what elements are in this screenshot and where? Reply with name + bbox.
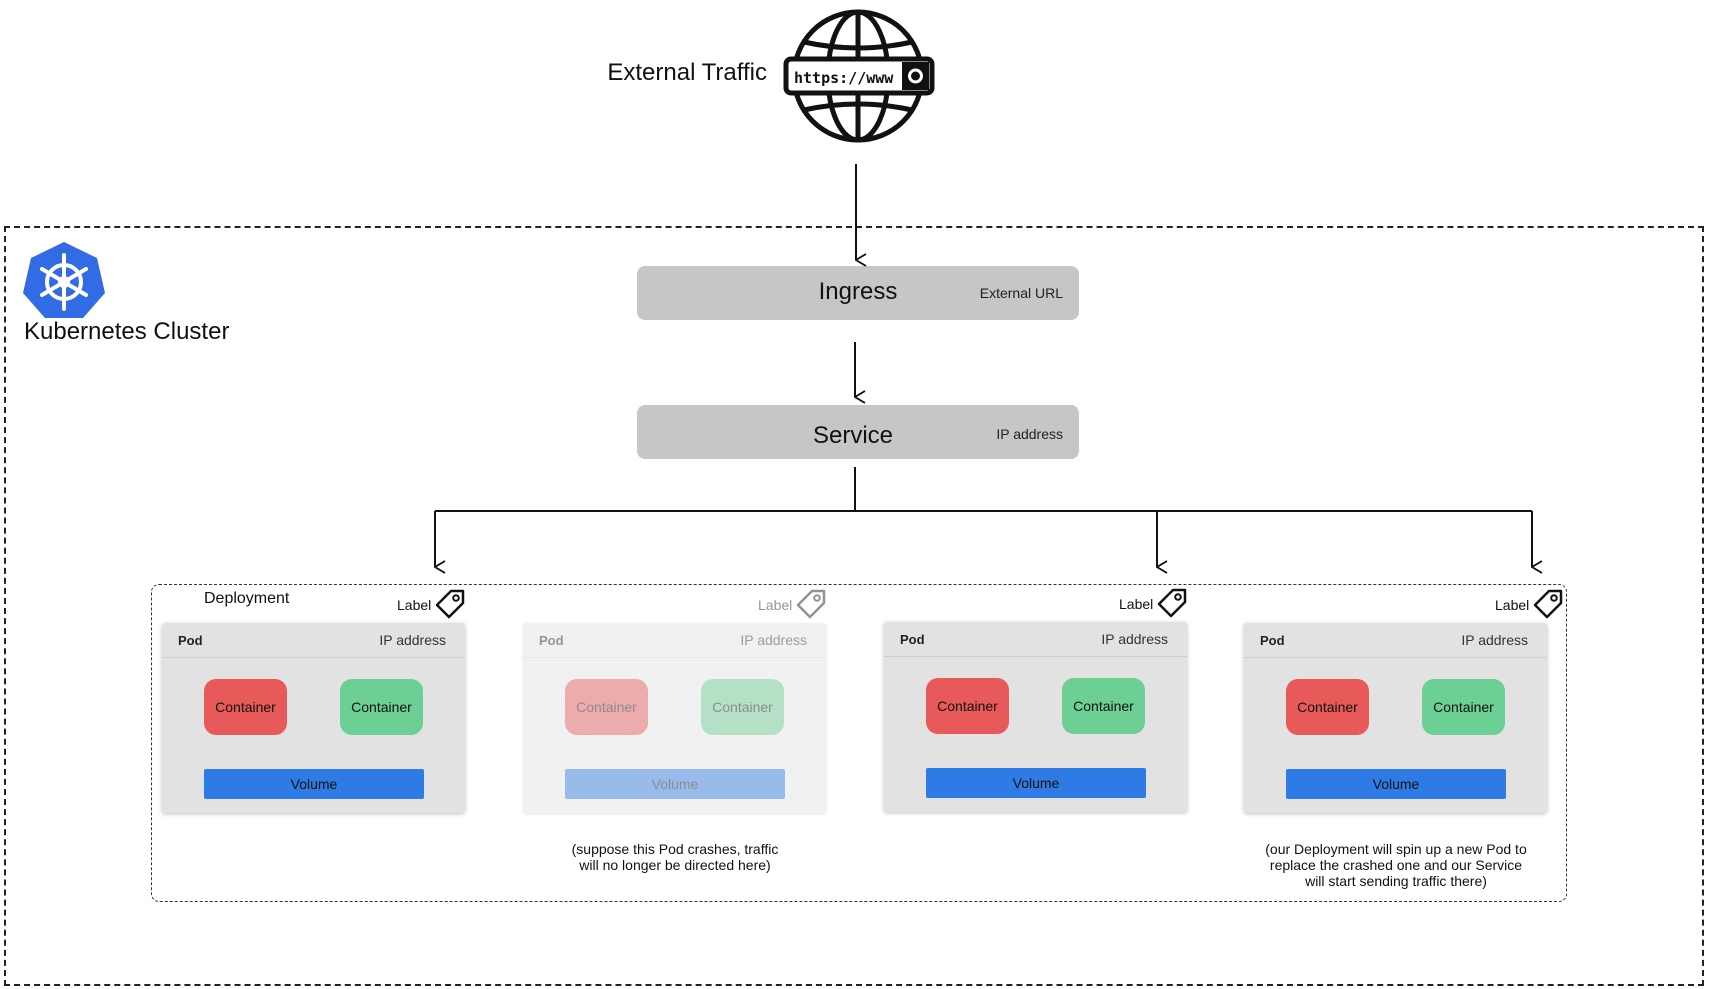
ingress-title: Ingress <box>818 278 898 305</box>
pod-4-container-1: Container <box>1286 679 1369 735</box>
deployment-title: Deployment <box>204 590 290 607</box>
pod-2-container-2: Container <box>701 679 784 735</box>
cluster-title: Kubernetes Cluster <box>24 318 230 345</box>
crashed-pod-note: (suppose this Pod crashes, traffic will … <box>525 841 825 873</box>
pod-1-container-2: Container <box>340 679 423 735</box>
pod-1-volume: Volume <box>204 769 424 799</box>
pod-1-title: Pod <box>178 633 203 648</box>
new-note-line-2: replace the crashed one and our Service <box>1269 857 1523 873</box>
pod-1-label-text: Label <box>397 597 432 613</box>
tag-icon <box>796 589 826 619</box>
pod-3-divider <box>884 656 1187 657</box>
pod-3-label-text: Label <box>1119 596 1154 612</box>
tag-icon <box>1533 589 1563 619</box>
pod-3-ip: IP address <box>1101 631 1168 647</box>
deployment-boundary <box>151 584 1567 902</box>
pod-2-volume: Volume <box>565 769 785 799</box>
service-subtitle: IP address <box>996 426 1063 442</box>
service-title: Service <box>812 422 894 449</box>
pod-3-volume: Volume <box>926 768 1146 798</box>
ingress-subtitle: External URL <box>979 285 1063 301</box>
ingress-box: Ingress External URL <box>637 266 1079 320</box>
new-pod-note: (our Deployment will spin up a new Pod t… <box>1236 841 1556 889</box>
pod-1: Pod IP address Container Container Volum… <box>162 623 465 813</box>
kubernetes-logo-icon <box>23 242 105 318</box>
tag-icon <box>435 589 465 619</box>
pod-4-volume: Volume <box>1286 769 1506 799</box>
pod-4: Pod IP address Container Container Volum… <box>1244 623 1547 813</box>
pod-3: Pod IP address Container Container Volum… <box>884 622 1187 812</box>
pod-3-container-1: Container <box>926 678 1009 734</box>
pod-4-container-2: Container <box>1422 679 1505 735</box>
pod-4-ip: IP address <box>1461 632 1528 648</box>
pod-2-container-1: Container <box>565 679 648 735</box>
url-text: https://www <box>794 69 894 87</box>
pod-2-crashed: Pod IP address Container Container Volum… <box>523 623 826 813</box>
external-traffic-label: External Traffic <box>607 59 767 86</box>
crashed-note-line-1: (suppose this Pod crashes, traffic <box>571 841 779 857</box>
kubernetes-cluster-boundary <box>4 226 1704 986</box>
pod-3-title: Pod <box>900 632 925 647</box>
pod-2-label-text: Label <box>758 597 793 613</box>
pod-2-title: Pod <box>539 633 564 648</box>
pod-1-container-1: Container <box>204 679 287 735</box>
pod-1-ip: IP address <box>379 632 446 648</box>
pod-2-ip: IP address <box>740 632 807 648</box>
crashed-note-line-2: will no longer be directed here) <box>579 857 771 873</box>
pod-4-divider <box>1244 657 1547 658</box>
pod-4-title: Pod <box>1260 633 1285 648</box>
tag-icon <box>1157 588 1187 618</box>
pod-2-divider <box>523 657 826 658</box>
pod-1-divider <box>162 657 465 658</box>
new-note-line-1: (our Deployment will spin up a new Pod t… <box>1265 841 1527 857</box>
pod-4-label-text: Label <box>1495 597 1530 613</box>
globe-icon: https://www <box>783 9 935 143</box>
new-note-line-3: will start sending traffic there) <box>1305 873 1487 889</box>
pod-3-container-2: Container <box>1062 678 1145 734</box>
service-box: Service IP address <box>637 405 1079 459</box>
